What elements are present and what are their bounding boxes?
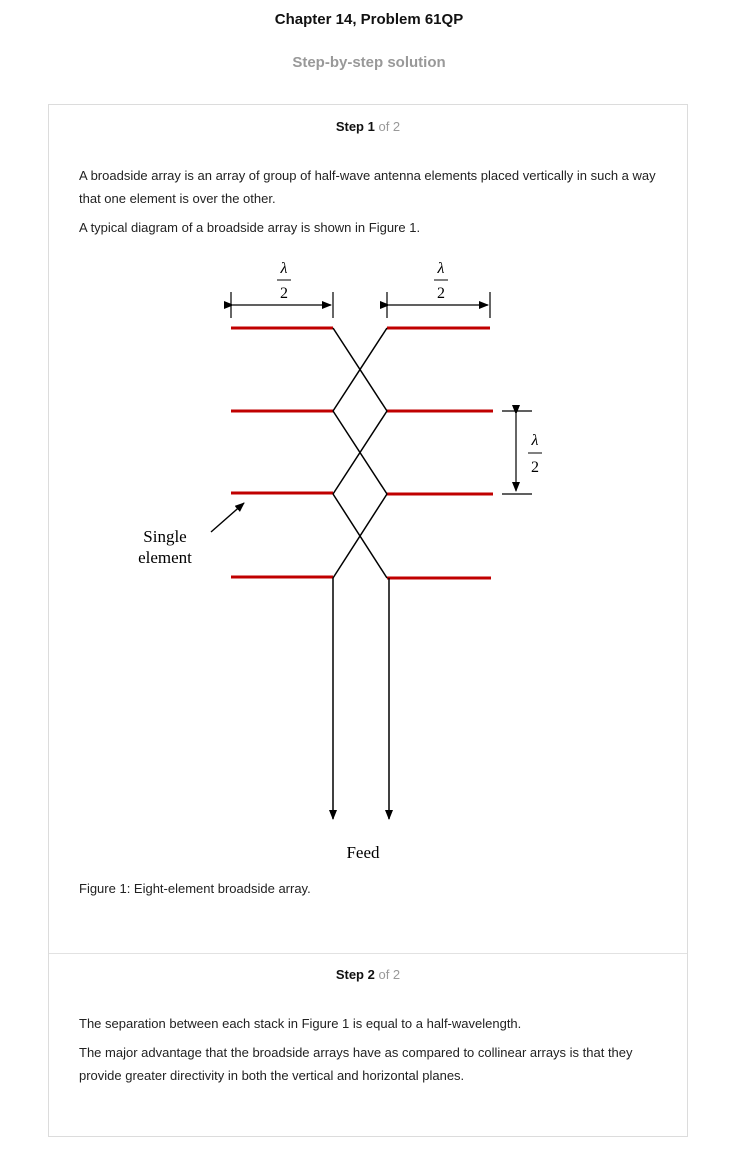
feed-lines <box>329 327 393 820</box>
step-2-of: of 2 <box>378 967 401 982</box>
top-left-dimension: λ 2 <box>224 260 334 318</box>
step-1-header: Step 1 of 2 <box>49 119 687 134</box>
page-subtitle: Step-by-step solution <box>292 54 446 71</box>
page-title: Chapter 14, Problem 61QP <box>274 11 464 28</box>
antenna-elements <box>231 326 493 580</box>
step-1-paragraph-2: A typical diagram of a broadside array i… <box>79 220 421 235</box>
feed-label: Feed <box>346 843 380 862</box>
top-right-dimension: λ 2 <box>380 260 491 318</box>
lambda-label: λ <box>531 432 539 449</box>
single-element-label-2: element <box>138 548 192 567</box>
step-2-header: Step 2 of 2 <box>49 967 687 982</box>
lambda-label: λ <box>280 260 288 277</box>
two-label: 2 <box>437 285 445 302</box>
single-element-label-1: Single <box>143 527 186 546</box>
step-2-paragraph-2: The major advantage that the broadside a… <box>79 1045 633 1083</box>
single-element-pointer <box>210 502 245 533</box>
step-2-paragraph-1: The separation between each stack in Fig… <box>79 1016 522 1031</box>
right-vertical-dimension: λ 2 <box>502 405 542 495</box>
two-label: 2 <box>280 285 288 302</box>
solution-card: Step 1 of 2 A broadside array is an arra… <box>48 104 688 1137</box>
step-1-label: Step 1 <box>335 119 375 134</box>
step-1-of: of 2 <box>378 119 401 134</box>
two-label: 2 <box>531 459 539 476</box>
figure-caption: Figure 1: Eight-element broadside array. <box>79 881 311 896</box>
lambda-label: λ <box>437 260 445 277</box>
step-2-label: Step 2 <box>335 967 375 982</box>
step-1-paragraph-1: A broadside array is an array of group o… <box>79 168 656 206</box>
step-divider <box>49 953 687 954</box>
